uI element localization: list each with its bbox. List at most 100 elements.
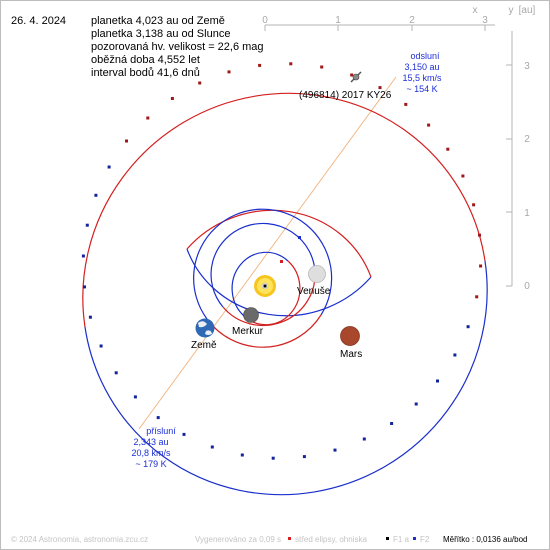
orbit-point [461, 174, 465, 178]
info-line: oběžná doba 4,552 let [91, 54, 200, 66]
orbit-point [289, 62, 293, 66]
asteroid-orbit-upper-arc [82, 92, 486, 328]
orbit-point [479, 264, 483, 268]
perihelion-label-line: 20,8 km/s [131, 448, 171, 458]
earth-icon [195, 318, 215, 338]
aphelion-label: odsluní 3,150 au 15,5 km/s ~ 154 K [402, 51, 442, 94]
orbit-point [436, 379, 439, 383]
orbit-point-markers [81, 62, 483, 460]
aphelion-label-line: 15,5 km/s [402, 73, 442, 83]
orbit-point [182, 432, 186, 436]
mercury-label: Merkur [232, 326, 264, 337]
scale-text: Měřítko : 0,0136 au/bod [443, 535, 528, 544]
x-axis-label: x [473, 5, 478, 16]
right-axis-tick-label: 3 [524, 61, 530, 72]
orbit-point [198, 81, 202, 85]
right-axis: 3 2 1 0 [506, 31, 530, 292]
orbit-point [390, 422, 394, 425]
orbit-point [156, 416, 160, 420]
mercury-orbit-red-arc [243, 260, 301, 326]
orbit-point [210, 445, 214, 449]
earth-orbit-blue-arc [193, 208, 333, 320]
right-axis-tick-label: 1 [524, 208, 530, 219]
orbit-point [378, 86, 382, 90]
legend-f1-text: F1 a [393, 535, 410, 544]
aphelion-label-line: odsluní [410, 51, 440, 61]
earth-orbit-red-arc [206, 314, 322, 348]
asteroid-orbit-lower-arc [84, 260, 488, 496]
top-axis-tick-label: 0 [262, 15, 268, 26]
right-axis-tick-label: 0 [524, 281, 530, 292]
orbit-point [453, 353, 457, 357]
perihelion-label-line: ~ 179 K [135, 459, 166, 469]
y-axis-label: y [509, 5, 514, 16]
top-axis-tick-label: 3 [482, 15, 488, 26]
perihelion-label-line: 2,343 au [133, 437, 168, 447]
footer: © 2024 Astronomia, astronomia.zcu.cz Vyg… [11, 535, 528, 544]
orbit-point [85, 223, 89, 227]
orbit-point [146, 116, 150, 120]
orbit-point [227, 70, 231, 74]
orbit-point [466, 325, 470, 329]
sun-icon [254, 275, 276, 297]
orbit-point [81, 254, 85, 258]
date-label: 26. 4. 2024 [11, 15, 66, 27]
mars-label: Mars [340, 349, 362, 360]
right-axis-tick-label: 2 [524, 134, 530, 145]
apsides-line [138, 76, 397, 430]
orbit-point [258, 63, 262, 67]
mars-orbit-red-arc [186, 209, 372, 278]
legend-f2-text: F2 [420, 535, 430, 544]
perihelion-label-line: přísluní [146, 426, 176, 436]
orbit-point [88, 315, 92, 319]
info-line: planetka 3,138 au od Slunce [91, 28, 230, 40]
earth-label: Země [191, 340, 217, 351]
info-line: interval bodů 41,6 dnů [91, 67, 200, 79]
mercury-orbit-blue-arc [231, 251, 289, 317]
aphelion-label-line: ~ 154 K [406, 84, 437, 94]
f1-legend-marker [386, 537, 389, 540]
orbit-point [114, 371, 118, 375]
mars-orbit-blue-arc [186, 248, 372, 317]
venus-label: Venuše [297, 286, 331, 297]
orbit-point [83, 285, 86, 289]
orbit-point [107, 165, 111, 169]
orbit-point [133, 395, 137, 399]
aphelion-label-line: 3,150 au [404, 62, 439, 72]
orbit-point [333, 448, 337, 452]
orbit-point [475, 295, 479, 299]
asteroid-icon [350, 71, 362, 83]
orbit-point [320, 65, 324, 69]
f2-legend-marker [413, 537, 416, 540]
center-legend-marker [288, 537, 291, 540]
asteroid-name-label: (496814) 2017 KY26 [299, 90, 392, 101]
focus-f2-marker [298, 236, 301, 239]
top-axis-tick-label: 2 [409, 15, 415, 26]
info-line: pozorovaná hv. velikost = 22,6 mag [91, 41, 264, 53]
orbit-point [362, 437, 366, 441]
orbit-point [99, 344, 103, 348]
orbit-point [302, 455, 306, 459]
venus-orbit-red-arc [222, 272, 316, 327]
top-axis-tick-label: 1 [335, 15, 341, 26]
orbit-point [350, 73, 354, 77]
orbit-point [404, 102, 408, 106]
mercury-icon [243, 307, 259, 323]
info-line: planetka 4,023 au od Země [91, 15, 225, 27]
orbit-point [446, 147, 450, 151]
orbit-point [414, 402, 418, 406]
venus-orbit-blue-arc [210, 222, 316, 308]
copyright-text: © 2024 Astronomia, astronomia.zcu.cz [11, 535, 148, 544]
generated-time-text: Vygenerováno za 0,09 s [195, 535, 281, 544]
legend-center-text: střed elipsy, ohniska [295, 535, 367, 544]
orbit-point [170, 97, 174, 100]
mars-icon [340, 326, 360, 346]
orbit-point [472, 203, 476, 207]
perihelion-label: přísluní 2,343 au 20,8 km/s ~ 179 K [131, 426, 176, 469]
ellipse-center-marker [280, 260, 283, 263]
unit-label: [au] [519, 5, 536, 16]
top-axis: 0 1 2 3 x y [au] [262, 5, 536, 31]
orbit-point [240, 453, 244, 457]
